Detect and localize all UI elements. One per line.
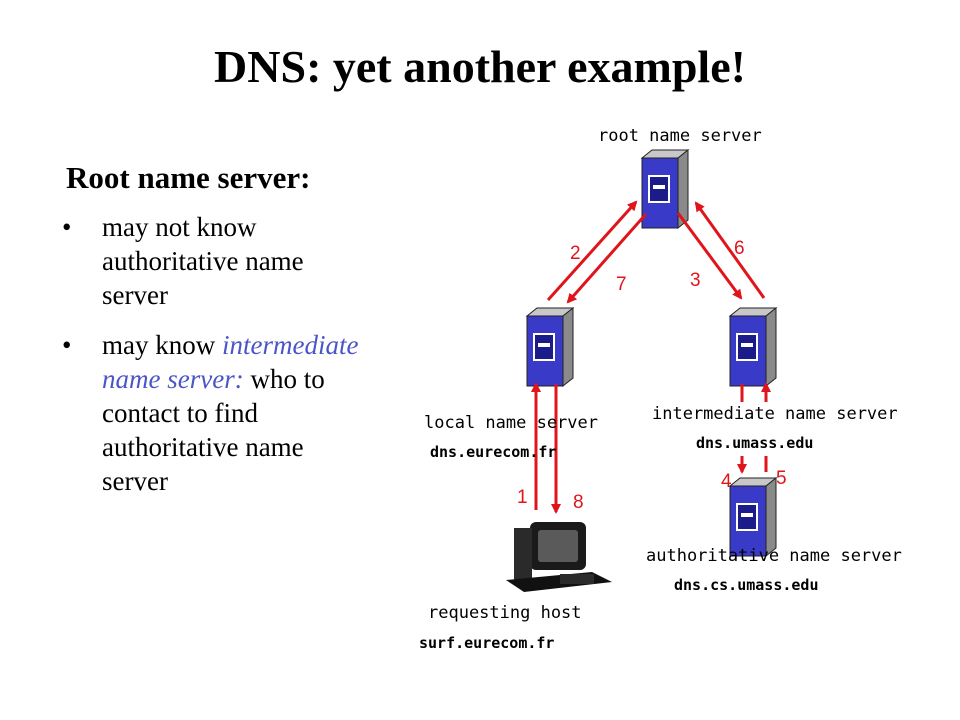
- bullet-dot: •: [62, 212, 72, 242]
- intermediate-server-host: dns.umass.edu: [696, 434, 814, 452]
- bullet-list: • may not know authoritative name server…: [62, 210, 362, 514]
- local-server-icon: [526, 307, 574, 387]
- step-label-4: 4: [721, 471, 732, 492]
- local-server-host: dns.eurecom.fr: [430, 443, 557, 461]
- step-label-5: 5: [776, 468, 787, 489]
- step-label-1: 1: [517, 487, 528, 508]
- bullet-text-post: who to contact to find authoritative nam…: [102, 364, 325, 496]
- step-label-8: 8: [573, 492, 584, 513]
- requesting-host-label: requesting host: [428, 603, 582, 623]
- step-label-7: 7: [616, 274, 627, 295]
- step-label-3: 3: [690, 270, 701, 291]
- requesting-host-name: surf.eurecom.fr: [419, 634, 555, 652]
- authoritative-server-icon: [729, 477, 777, 557]
- arrow-2: [546, 200, 638, 302]
- bullet-item: • may not know authoritative name server: [62, 210, 362, 312]
- bullet-text: may not know authoritative name server: [102, 212, 304, 310]
- page-title: DNS: yet another example!: [214, 41, 746, 92]
- bullet-text-pre: may know: [102, 330, 222, 360]
- authoritative-server-label: authoritative name server: [646, 546, 902, 566]
- arrow-6: [694, 201, 766, 299]
- arrow-7: [566, 213, 648, 304]
- arrow-3: [676, 212, 743, 300]
- step-label-2: 2: [570, 243, 581, 264]
- local-server-label: local name server: [424, 413, 598, 433]
- root-server-label: root name server: [598, 126, 762, 146]
- bullet-highlight: intermediate name server:: [102, 330, 359, 394]
- intermediate-server-label: intermediate name server: [652, 404, 898, 424]
- section-heading: Root name server:: [66, 160, 311, 195]
- bullet-item: • may know intermediate name server: who…: [62, 328, 362, 498]
- intermediate-server-icon: [729, 307, 777, 387]
- computer-icon: [506, 522, 612, 592]
- authoritative-server-host: dns.cs.umass.edu: [674, 576, 819, 594]
- step-label-6: 6: [734, 238, 745, 259]
- bullet-dot: •: [62, 330, 72, 360]
